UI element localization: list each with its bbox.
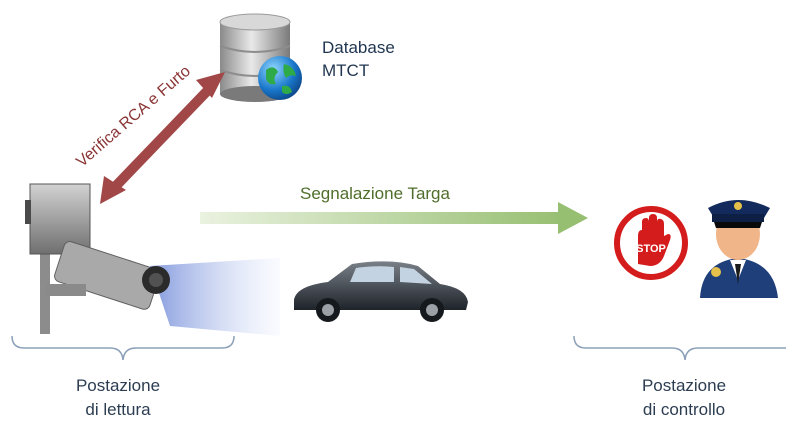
reading-station-line2: di lettura [85, 400, 151, 419]
stop-hand-icon: STOP [614, 206, 688, 280]
camera-icon [25, 183, 280, 336]
stop-text: STOP [636, 243, 666, 255]
police-officer-icon [700, 200, 778, 298]
reading-station-label: Postazione di lettura [18, 374, 218, 422]
database-label-line1: Database [322, 38, 395, 57]
reading-bracket [11, 335, 235, 361]
control-station-label: Postazione di controllo [584, 374, 784, 422]
signal-label: Segnalazione Targa [300, 184, 450, 203]
control-station-line1: Postazione [641, 376, 727, 395]
reading-station-line1: Postazione [75, 376, 161, 395]
globe-icon [258, 56, 302, 100]
signal-arrow [200, 202, 588, 234]
database-label-line2: MTCT [322, 61, 370, 80]
control-bracket [573, 335, 786, 361]
car-icon [294, 261, 468, 322]
database-label: Database MTCT [322, 36, 395, 82]
control-station-line2: di controllo [642, 400, 726, 419]
